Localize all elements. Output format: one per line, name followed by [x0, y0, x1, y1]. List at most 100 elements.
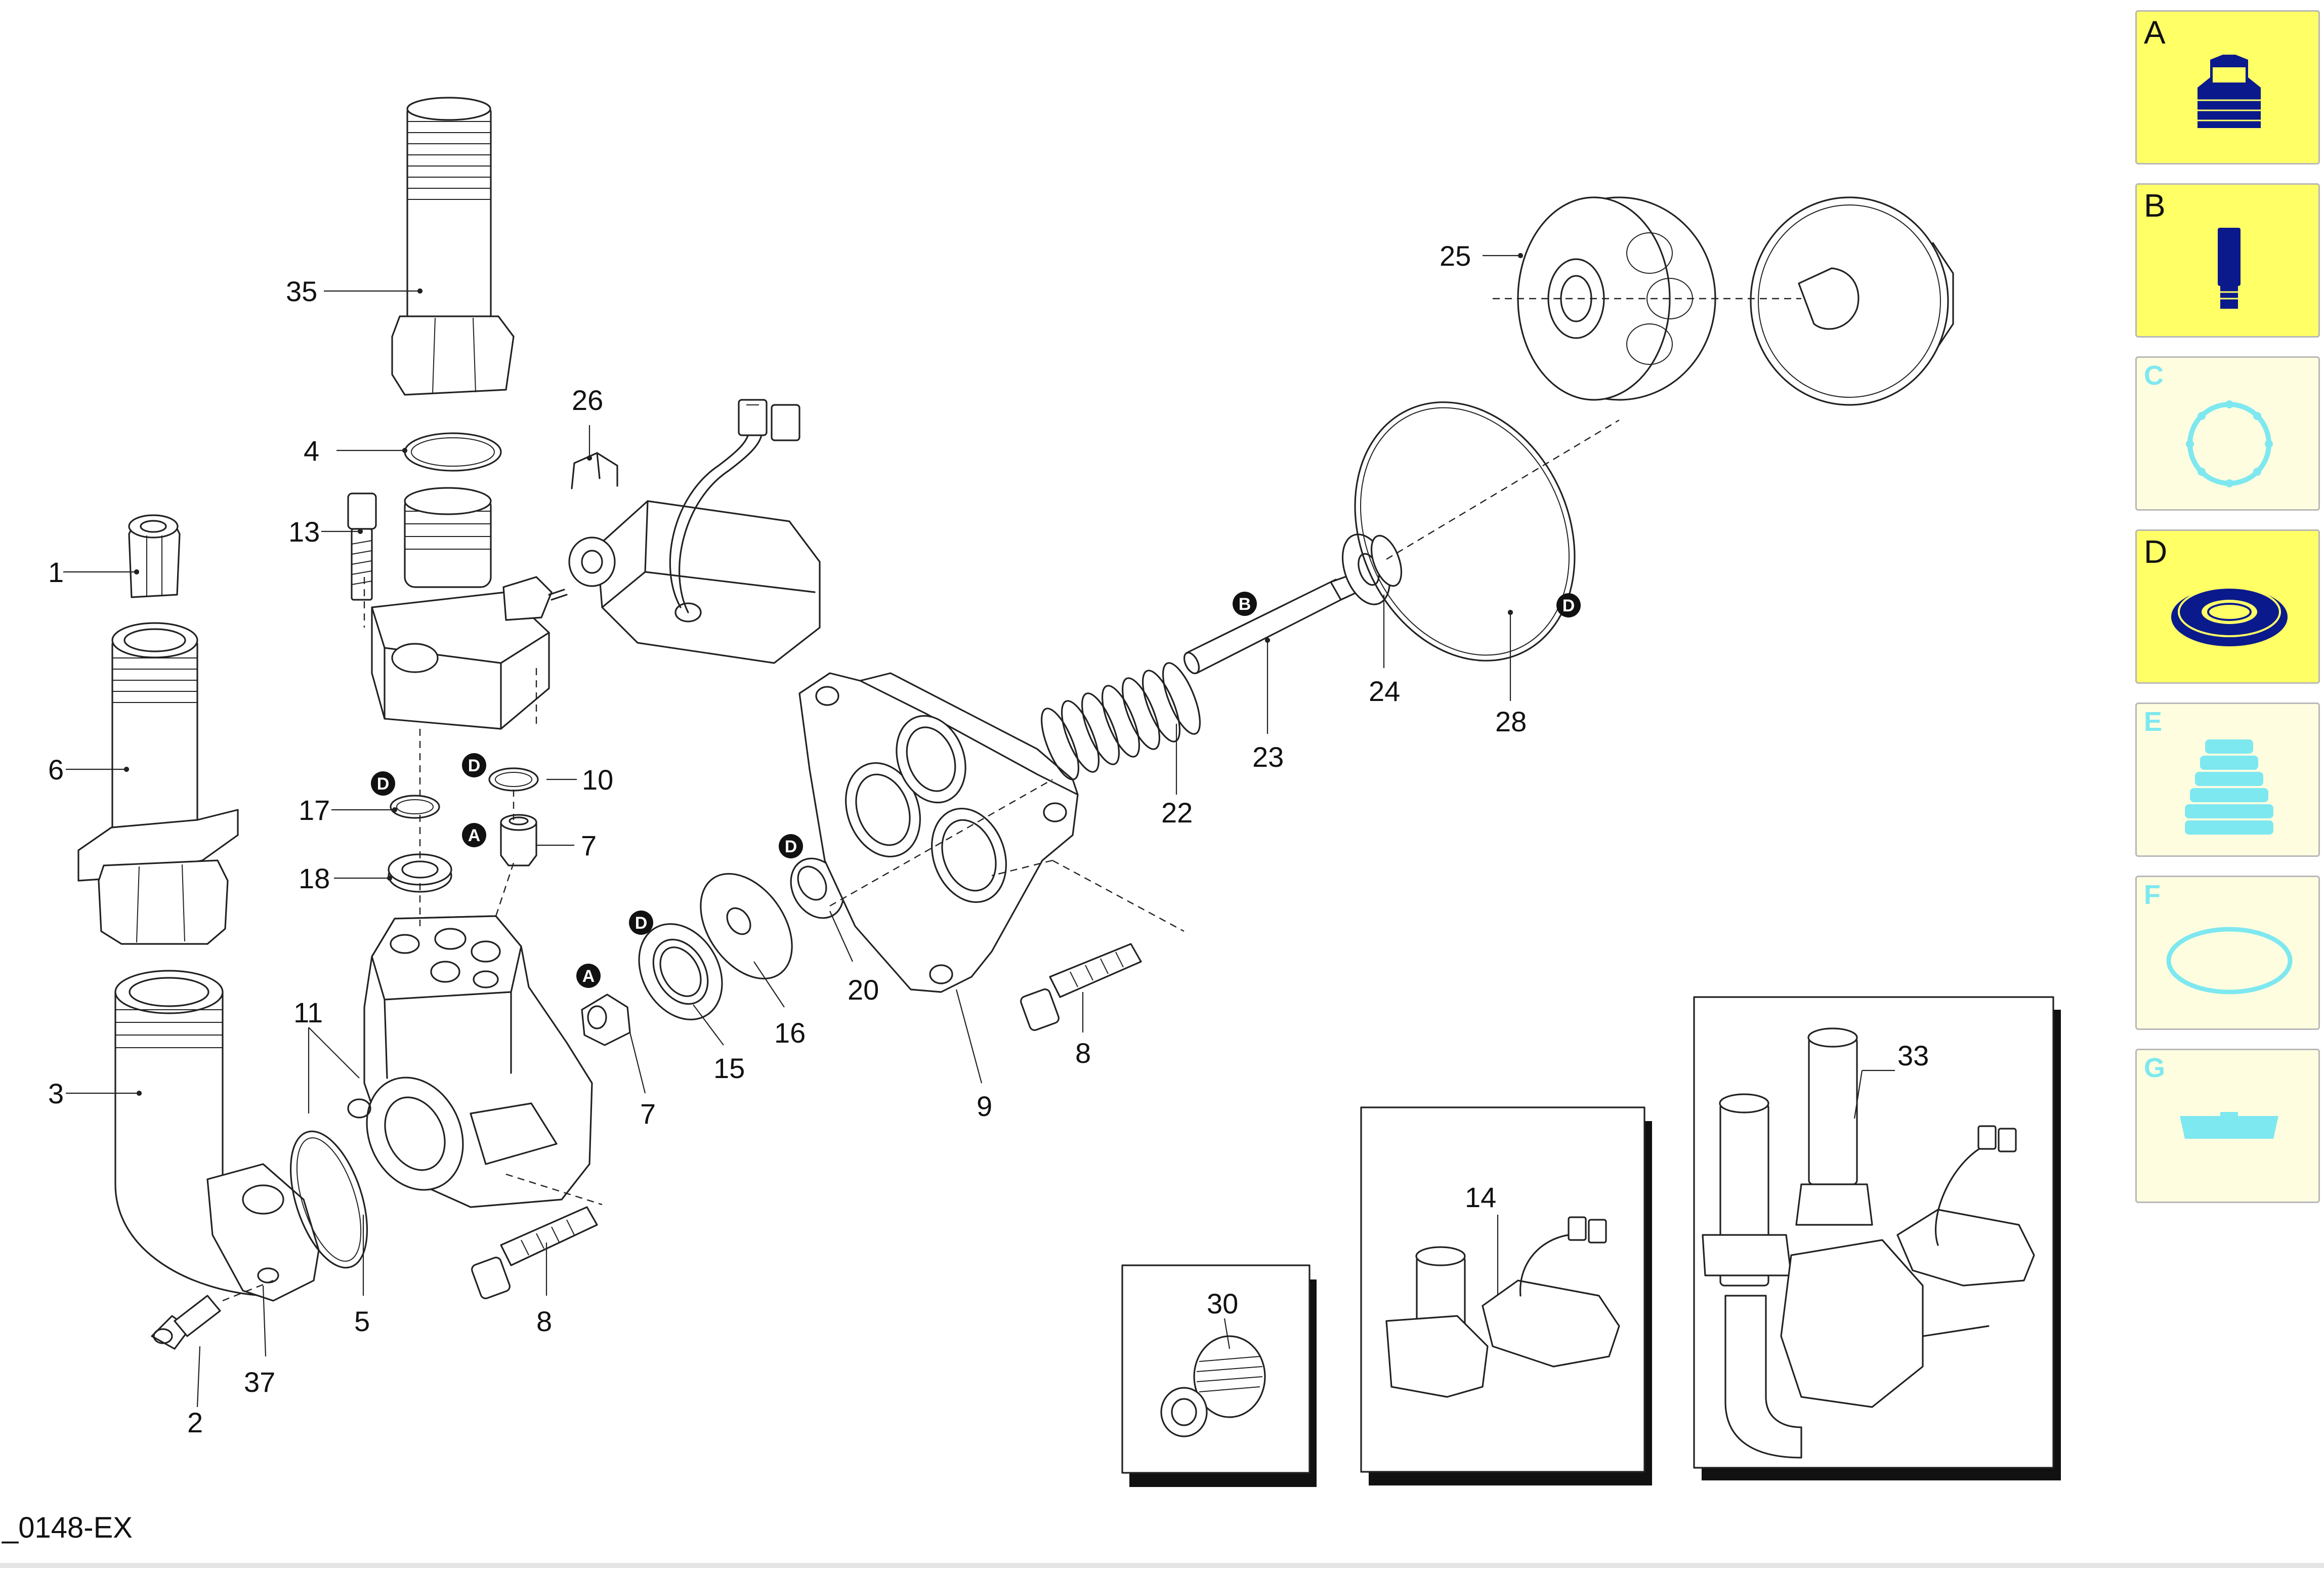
part-5-o-ring[interactable]	[276, 1122, 382, 1277]
part-24-piston-disc[interactable]	[1334, 528, 1407, 611]
svg-text:D: D	[785, 837, 797, 856]
callout-4: 4	[304, 435, 319, 467]
callout-18: 18	[299, 862, 330, 894]
part-13-cap-screw[interactable]	[347, 492, 377, 601]
svg-text:D: D	[468, 756, 481, 775]
leader-lines	[63, 253, 1895, 1408]
legend-letter: E	[2144, 707, 2163, 737]
callout-labels: 35 26 4 13 1 6 10 17 7 18 11 3 5 37 2 8 …	[48, 240, 1929, 1438]
nut-icon	[2198, 55, 2261, 128]
callout-8a: 8	[536, 1305, 552, 1337]
part-6-tube[interactable]	[77, 622, 239, 945]
callout-30: 30	[1207, 1288, 1238, 1319]
legend-letter: A	[2144, 14, 2166, 51]
callout-25: 25	[1440, 240, 1471, 272]
badge-d-28: D	[1556, 593, 1581, 617]
reference-badges: D D A D A D B D	[371, 592, 1581, 988]
callout-17: 17	[299, 794, 330, 826]
badge-d-17: D	[371, 771, 395, 796]
part-14-switch-housing[interactable]	[371, 487, 568, 730]
legend-kit-g[interactable]: G	[2135, 1049, 2320, 1203]
badge-d-10: D	[462, 753, 486, 777]
legend-kit-f[interactable]: F	[2135, 876, 2320, 1030]
part-35-threaded-tube[interactable]	[391, 97, 515, 396]
inset-33	[1693, 996, 2061, 1480]
bottom-divider	[0, 1563, 2324, 1568]
part-33-full-assembly[interactable]	[1702, 1027, 2035, 1459]
part-28-large-o-ring[interactable]	[1314, 366, 1616, 697]
o-ring-icon	[2166, 927, 2293, 995]
part-25-diaphragm[interactable]	[1517, 196, 1954, 406]
gasket-icon	[2186, 400, 2273, 487]
legend-kit-c[interactable]: C	[2135, 356, 2320, 511]
callout-10: 10	[582, 764, 613, 796]
svg-text:D: D	[377, 774, 390, 794]
callout-6: 6	[48, 754, 64, 786]
callout-7b: 7	[640, 1098, 656, 1130]
legend-letter: G	[2144, 1053, 2166, 1083]
part-17-o-ring[interactable]	[390, 795, 440, 819]
legend-kit-d[interactable]: D	[2135, 529, 2320, 684]
legend-letter: B	[2144, 187, 2166, 224]
badge-a-7: A	[462, 823, 486, 847]
badge-a-7b: A	[576, 964, 601, 988]
callout-11: 11	[293, 997, 323, 1028]
part-22-spring[interactable]	[1034, 658, 1208, 784]
part-26-clip[interactable]	[571, 452, 618, 489]
legend-letter: F	[2144, 880, 2161, 910]
part-1-nut[interactable]	[128, 514, 181, 598]
part-14-assembly[interactable]	[1385, 1216, 1620, 1398]
callout-23: 23	[1252, 741, 1284, 773]
legend-kit-e[interactable]: E	[2135, 703, 2320, 857]
legend-kit-a[interactable]: A	[2135, 10, 2320, 164]
part-11-pump-head[interactable]	[347, 915, 593, 1208]
inset-30	[1121, 1264, 1317, 1487]
bellows-icon	[2185, 739, 2273, 835]
part-sensor-body[interactable]	[568, 399, 821, 664]
assembly-guide-lines	[222, 298, 1801, 1302]
part-8-cap-screw-lower[interactable]	[471, 1206, 598, 1300]
callout-1: 1	[48, 556, 64, 588]
legend-kit-b[interactable]: B	[2135, 183, 2320, 338]
part-2-cap-screw[interactable]	[151, 1295, 221, 1350]
callout-20: 20	[848, 974, 879, 1006]
svg-text:D: D	[635, 914, 648, 933]
part-23-piston-rod[interactable]	[1181, 568, 1375, 676]
part-10-o-ring[interactable]	[488, 767, 539, 792]
badge-d-20: D	[779, 834, 803, 858]
part-3-elbow-pipe[interactable]	[114, 970, 320, 1302]
callout-28: 28	[1495, 706, 1527, 737]
callout-3: 3	[48, 1078, 64, 1109]
callout-9: 9	[977, 1090, 992, 1122]
bolt-icon	[2218, 228, 2241, 309]
part-18-seal[interactable]	[388, 853, 452, 893]
part-9-housing-plate[interactable]	[798, 672, 1079, 993]
badge-d-15: D	[629, 911, 653, 935]
part-4-o-ring[interactable]	[404, 432, 502, 472]
badge-b-23: B	[1233, 592, 1257, 616]
svg-text:A: A	[582, 967, 595, 986]
bracket-icon	[2180, 1112, 2278, 1139]
part-8-cap-screw-upper[interactable]	[1020, 943, 1142, 1031]
part-15-seal[interactable]	[622, 909, 739, 1035]
callout-26: 26	[572, 384, 603, 416]
callout-35: 35	[286, 275, 317, 307]
legend-letter: C	[2144, 360, 2164, 391]
callout-37: 37	[244, 1366, 275, 1398]
callout-13: 13	[288, 516, 320, 548]
callout-22: 22	[1161, 797, 1193, 829]
svg-text:A: A	[468, 826, 481, 845]
svg-text:D: D	[1562, 596, 1575, 615]
part-7-check-valve[interactable]	[500, 814, 537, 866]
callout-33: 33	[1897, 1040, 1929, 1071]
callout-5: 5	[354, 1305, 370, 1337]
part-7-valve-lower[interactable]	[581, 994, 631, 1046]
part-16-washer[interactable]	[682, 857, 811, 996]
seal-ring-icon	[2171, 587, 2288, 646]
callout-14: 14	[1465, 1181, 1496, 1213]
callout-15: 15	[713, 1052, 745, 1084]
callout-7a: 7	[581, 830, 597, 861]
callout-2: 2	[187, 1407, 203, 1438]
part-30-hose-coupling[interactable]	[1160, 1335, 1266, 1437]
